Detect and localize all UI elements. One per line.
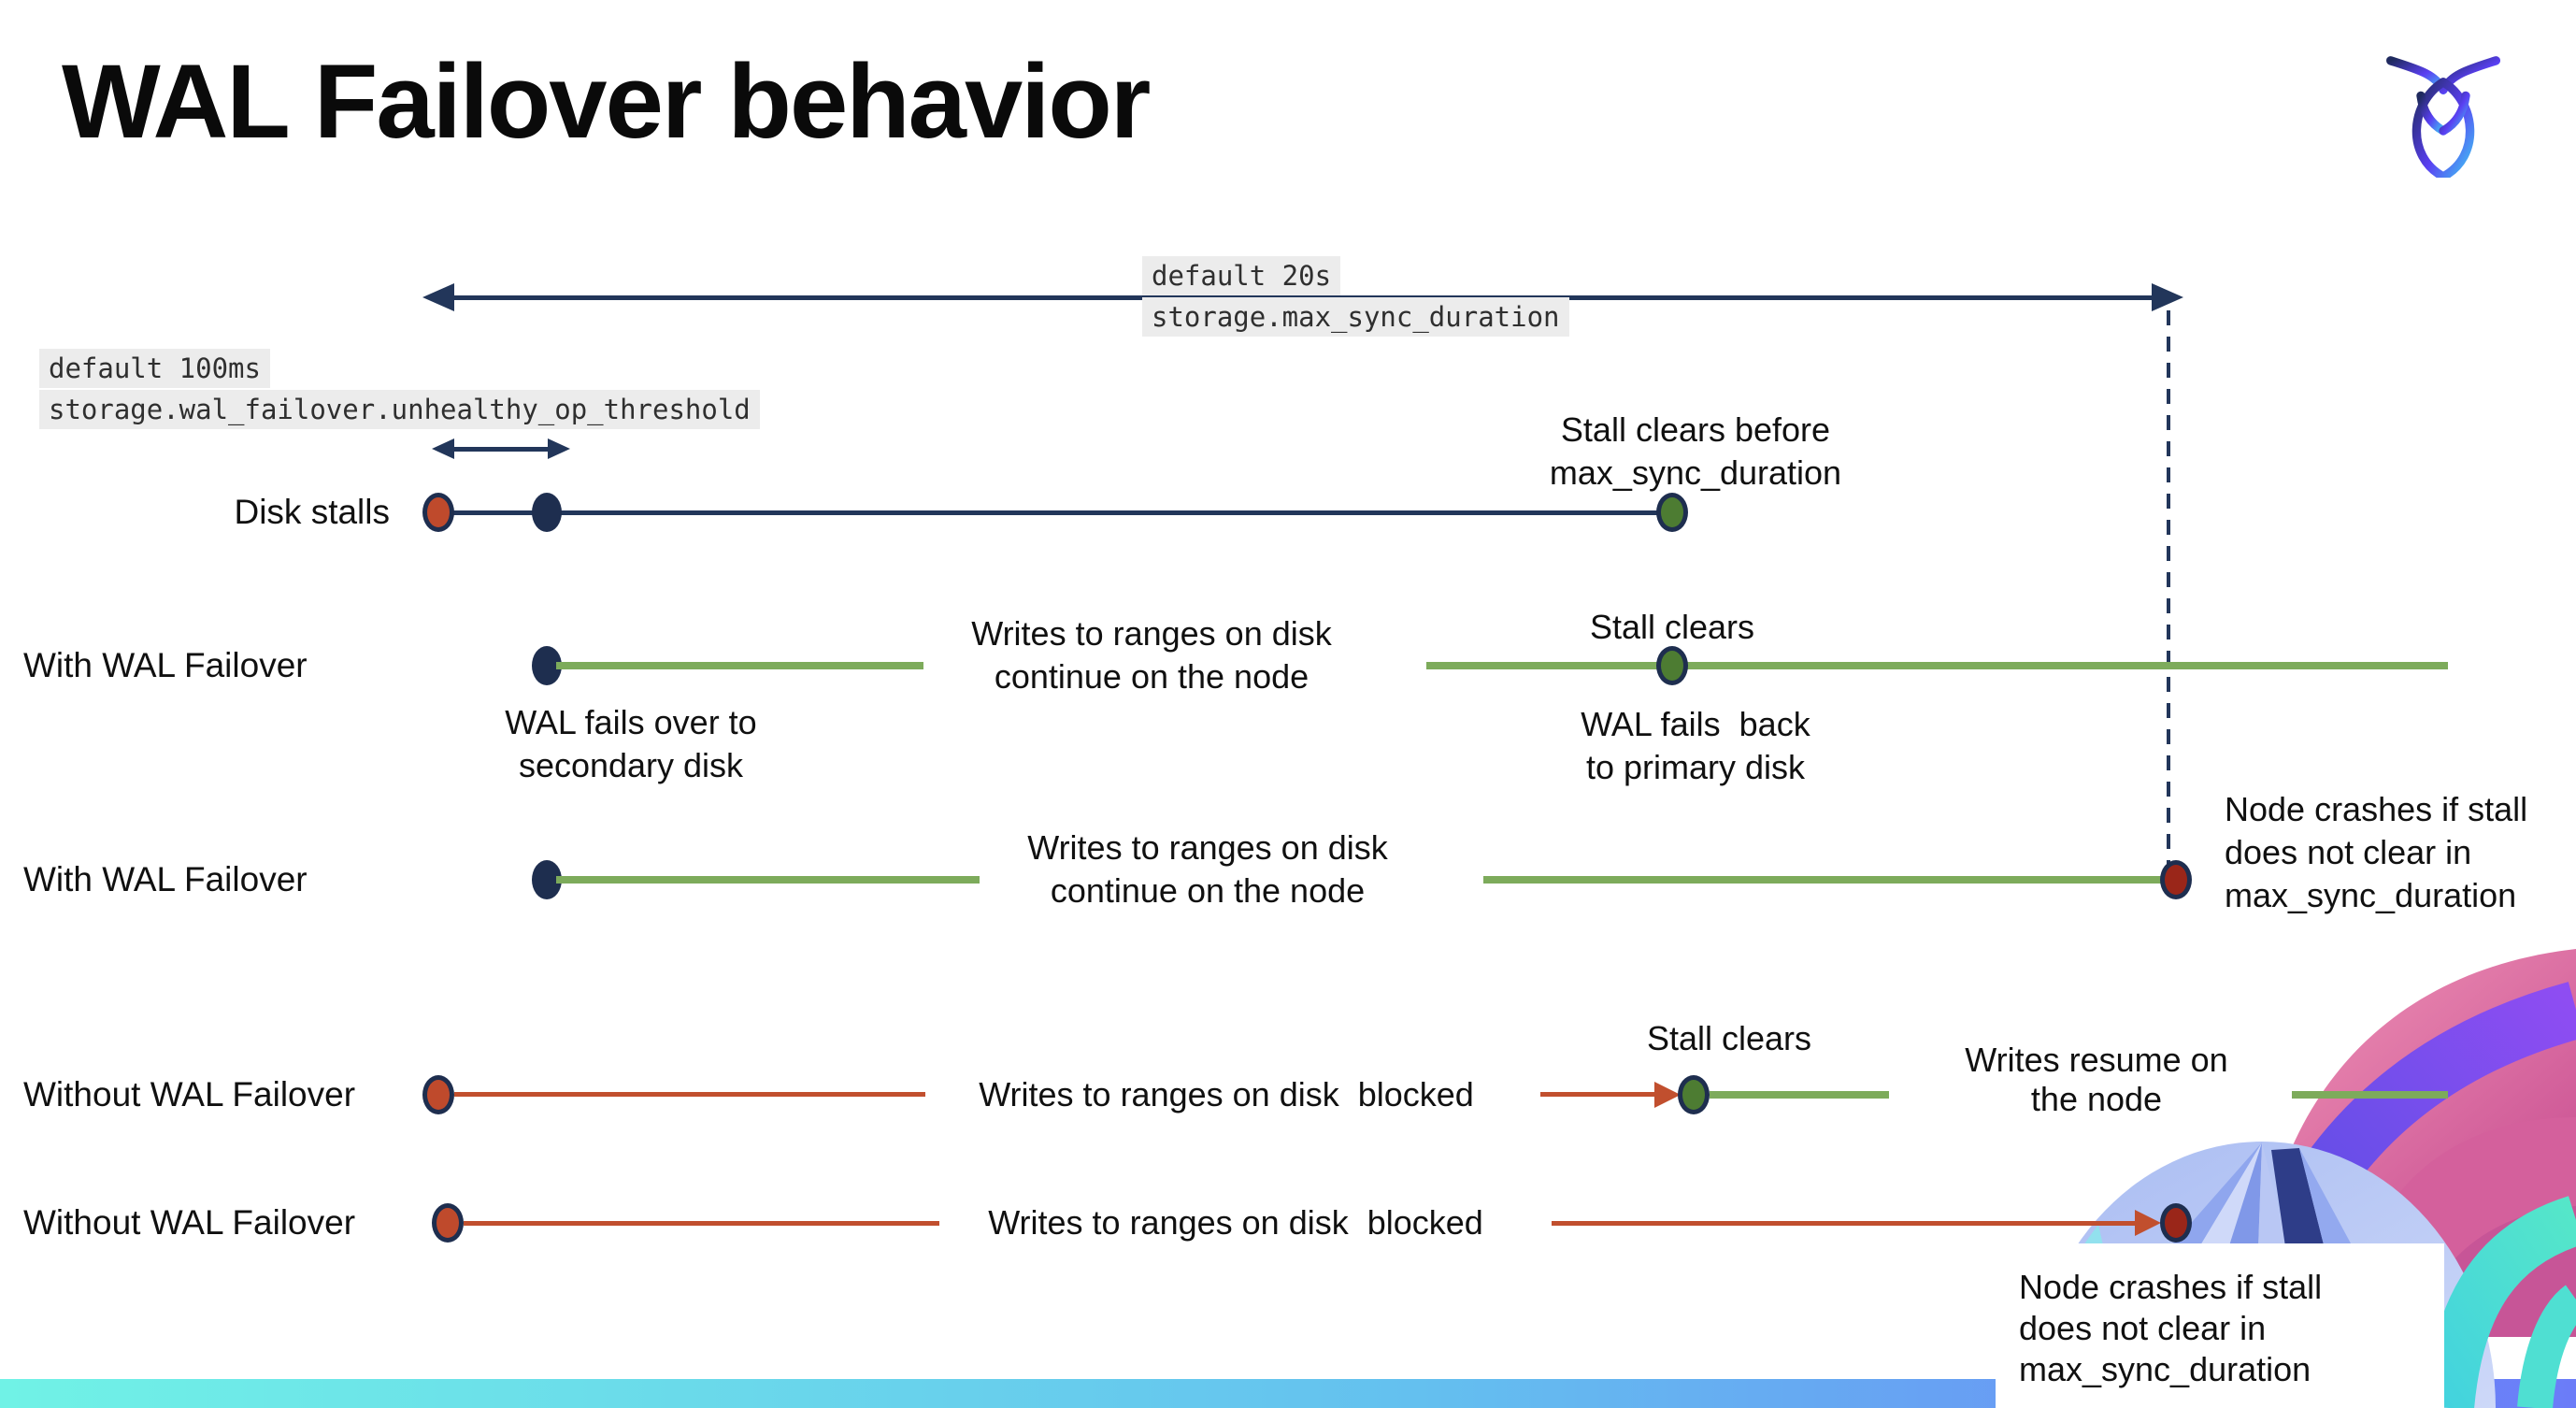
note-stall-clears: Stall clears <box>1589 1017 1869 1060</box>
note-line: secondary disk <box>518 746 744 784</box>
note-writes-resume: Writes resume on the node <box>1910 1041 2283 1119</box>
note-writes-blocked: Writes to ranges on disk blocked <box>946 1073 1507 1116</box>
stall-clear-dot <box>1678 1075 1710 1114</box>
unhealthy-op-arrow-line <box>454 447 548 452</box>
note-node-crashes: Node crashes if stall does not clear in … <box>2019 1267 2374 1390</box>
note-stall-clears-before: Stall clears before max_sync_duration <box>1527 409 1864 495</box>
unhealthy-op-setting-label: storage.wal_failover.unhealthy_op_thresh… <box>39 390 760 429</box>
max-sync-setting-label: storage.max_sync_duration <box>1142 297 1569 337</box>
writes-resume-line <box>1710 1091 1889 1099</box>
note-writes-continue: Writes to ranges on disk continue on the… <box>1002 826 1413 912</box>
arrowhead-right-icon <box>2152 283 2183 311</box>
note-wal-fails-over: WAL fails over to secondary disk <box>444 701 818 787</box>
note-line: Node crashes if stall <box>2019 1268 2323 1306</box>
note-line: Stall clears <box>1589 608 1755 646</box>
row-label: Disk stalls <box>234 493 390 531</box>
stall-start-dot <box>422 493 454 532</box>
arrowhead-right-icon <box>1654 1082 1681 1108</box>
note-line: does not clear in <box>2019 1309 2267 1347</box>
writes-blocked-line <box>464 1221 939 1226</box>
note-line: the node <box>2030 1080 2163 1118</box>
arrowhead-right-icon <box>548 438 570 459</box>
writes-continue-line <box>556 662 923 669</box>
note-wal-fails-back: WAL fails back to primary disk <box>1509 703 1882 789</box>
row-label: With WAL Failover <box>23 860 308 898</box>
writes-continue-line <box>1483 876 2167 884</box>
writes-resume-line <box>2292 1091 2448 1099</box>
note-line: Stall clears before <box>1560 410 1831 449</box>
row-label: Without WAL Failover <box>23 1075 356 1113</box>
note-line: Writes to ranges on disk <box>1027 828 1388 867</box>
writes-continue-line <box>1426 662 2448 669</box>
arrowhead-left-icon <box>432 438 454 459</box>
writes-blocked-line <box>1540 1092 1656 1097</box>
max-sync-deadline-dashed-line <box>2167 310 2170 879</box>
stall-start-dot <box>422 1075 454 1114</box>
note-line: Writes to ranges on disk blocked <box>979 1075 1474 1113</box>
note-line: Writes resume on <box>1965 1041 2228 1079</box>
note-line: to primary disk <box>1585 748 1806 786</box>
unhealthy-op-default-label: default 100ms <box>39 349 270 388</box>
note-writes-blocked: Writes to ranges on disk blocked <box>955 1201 1516 1244</box>
note-line: continue on the node <box>1050 871 1366 910</box>
note-line: Writes to ranges on disk <box>971 614 1332 653</box>
row-label: Without WAL Failover <box>23 1203 356 1242</box>
note-line: continue on the node <box>994 657 1309 696</box>
note-writes-continue: Writes to ranges on disk continue on the… <box>946 612 1357 698</box>
note-line: max_sync_duration <box>2019 1350 2311 1388</box>
note-line: Writes to ranges on disk blocked <box>988 1203 1483 1242</box>
crash-note-background-box <box>1996 1243 2444 1408</box>
stall-clear-dot <box>1656 646 1688 685</box>
node-crash-dot <box>2160 860 2192 899</box>
note-stall-clears: Stall clears <box>1532 606 1812 649</box>
row-label: With WAL Failover <box>23 646 308 684</box>
stall-start-dot <box>432 1203 464 1243</box>
timeline-stall-line <box>438 510 1672 515</box>
cockroachdb-logo-icon <box>2385 56 2501 178</box>
arrowhead-right-icon <box>2135 1210 2161 1236</box>
writes-blocked-line <box>454 1092 925 1097</box>
note-line: WAL fails over to <box>505 703 757 741</box>
note-line: does not clear in <box>2225 833 2472 871</box>
threshold-dot <box>532 493 562 532</box>
note-line: Stall clears <box>1646 1019 1812 1057</box>
note-line: WAL fails back <box>1581 705 1810 743</box>
page-title: WAL Failover behavior <box>62 43 1151 160</box>
max-sync-default-label: default 20s <box>1142 256 1341 295</box>
node-crash-dot <box>2160 1203 2192 1243</box>
arrowhead-left-icon <box>422 283 454 311</box>
note-line: max_sync_duration <box>2225 876 2517 914</box>
note-line: max_sync_duration <box>1549 453 1842 492</box>
stall-clear-dot <box>1656 493 1688 532</box>
writes-continue-line <box>556 876 980 884</box>
note-node-crashes: Node crashes if stall does not clear in … <box>2225 788 2576 917</box>
writes-blocked-line <box>1552 1221 2137 1226</box>
note-line: Node crashes if stall <box>2225 790 2528 828</box>
